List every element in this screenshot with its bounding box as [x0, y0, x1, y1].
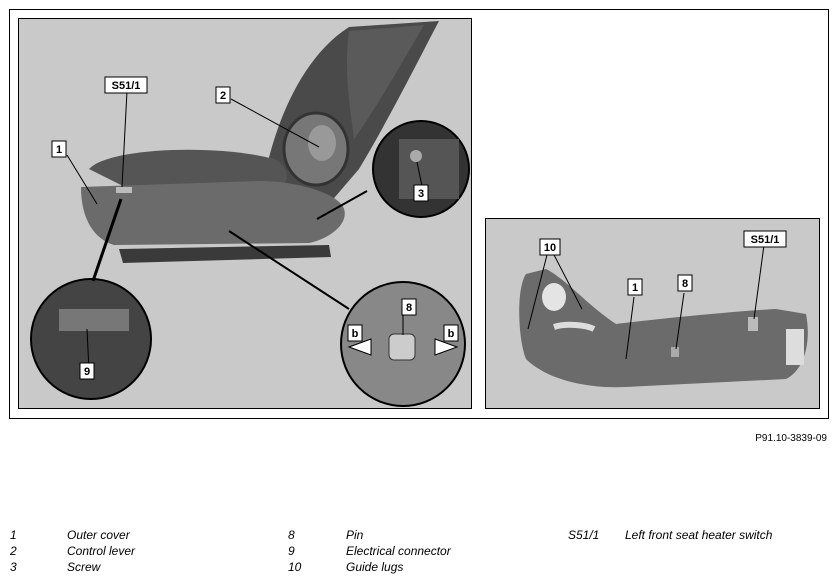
- leader-S51-1: [121, 90, 128, 188]
- callout-text: 8: [682, 278, 688, 290]
- leader-S51-1-detail: [753, 244, 765, 320]
- callout-text: 9: [84, 366, 90, 378]
- callout-text: S51/1: [751, 234, 780, 246]
- legend-label: Control lever: [67, 544, 136, 558]
- callout-text: 3: [418, 188, 424, 200]
- legend-label: Pin: [346, 528, 364, 542]
- legend-number: 10: [288, 560, 302, 574]
- leader-2: [230, 98, 320, 148]
- switch-shape: [748, 317, 758, 331]
- pin-shape: [671, 347, 679, 357]
- leader-1: [66, 154, 98, 205]
- legend-label: Electrical connector: [346, 544, 451, 558]
- legend-label: Outer cover: [67, 528, 130, 542]
- callout-text: 1: [632, 282, 638, 294]
- legend-label: Screw: [67, 560, 101, 574]
- callout-10: 10: [539, 238, 561, 256]
- cover-end: [786, 329, 804, 365]
- leader-pin-detail: [228, 230, 350, 310]
- callout-9: 9: [79, 362, 95, 380]
- cover-opening: [542, 283, 566, 311]
- leader-10a: [527, 250, 549, 330]
- connector-shape: [59, 309, 129, 331]
- outer-cover-part: [519, 269, 808, 388]
- callout-text: 2: [220, 90, 226, 102]
- callout-b-right: b: [443, 324, 459, 342]
- callout-1-detail: 1: [627, 278, 643, 296]
- legend-label: Guide lugs: [346, 560, 404, 574]
- seat-illustration: S51/1 2 1 3 8 b b 9: [30, 21, 470, 407]
- reference-code: P91.10-3839-09: [755, 433, 827, 444]
- outer-cover-detail: 10 S51/1 1 8: [519, 230, 808, 388]
- outer-cover-shape: [81, 181, 345, 245]
- legend-number: 3: [10, 560, 17, 574]
- callout-3: 3: [413, 184, 429, 202]
- legend-number: 1: [10, 528, 17, 542]
- leader-connector-detail: [91, 198, 123, 282]
- callout-1: 1: [51, 140, 67, 158]
- callout-2: 2: [215, 86, 231, 104]
- connector-detail-circle: [30, 278, 152, 400]
- leader-10b: [551, 250, 583, 310]
- callout-text: b: [448, 328, 455, 340]
- pin-shape: [388, 333, 416, 361]
- callout-text: 10: [544, 242, 556, 254]
- legend-number: 8: [288, 528, 295, 542]
- screw-shape: [410, 150, 422, 162]
- legend-number: S51/1: [568, 528, 600, 542]
- leader-8-detail: [675, 292, 685, 350]
- heater-switch-shape: [116, 187, 132, 193]
- seat-illustration-panel: S51/1 2 1 3 8 b b 9: [18, 18, 472, 409]
- seat-rail: [119, 245, 331, 263]
- legend-number: 2: [10, 544, 17, 558]
- leader-screw-detail: [316, 190, 368, 220]
- arrow-b-left: [347, 338, 372, 356]
- screw-detail-bg: [399, 139, 459, 199]
- guide-lug-shape: [553, 321, 596, 332]
- callout-text: 8: [406, 302, 412, 314]
- legend-number: 9: [288, 544, 295, 558]
- backrest-panel: [346, 25, 424, 139]
- outer-cover-detail-panel: 10 S51/1 1 8: [485, 218, 820, 409]
- callout-text: b: [352, 328, 359, 340]
- arrow-b-right: [434, 338, 459, 356]
- callout-b-left: b: [347, 324, 363, 342]
- callout-8-detail: 8: [677, 274, 693, 292]
- callout-S51-1-detail: S51/1: [743, 230, 787, 248]
- callout-text: 1: [56, 144, 62, 156]
- callout-text: S51/1: [112, 80, 141, 92]
- callout-S51-1: S51/1: [104, 76, 148, 94]
- legend-label: Left front seat heater switch: [625, 528, 773, 542]
- callout-8: 8: [401, 298, 417, 316]
- leader-1-detail: [625, 296, 635, 360]
- control-lever-center: [308, 125, 336, 161]
